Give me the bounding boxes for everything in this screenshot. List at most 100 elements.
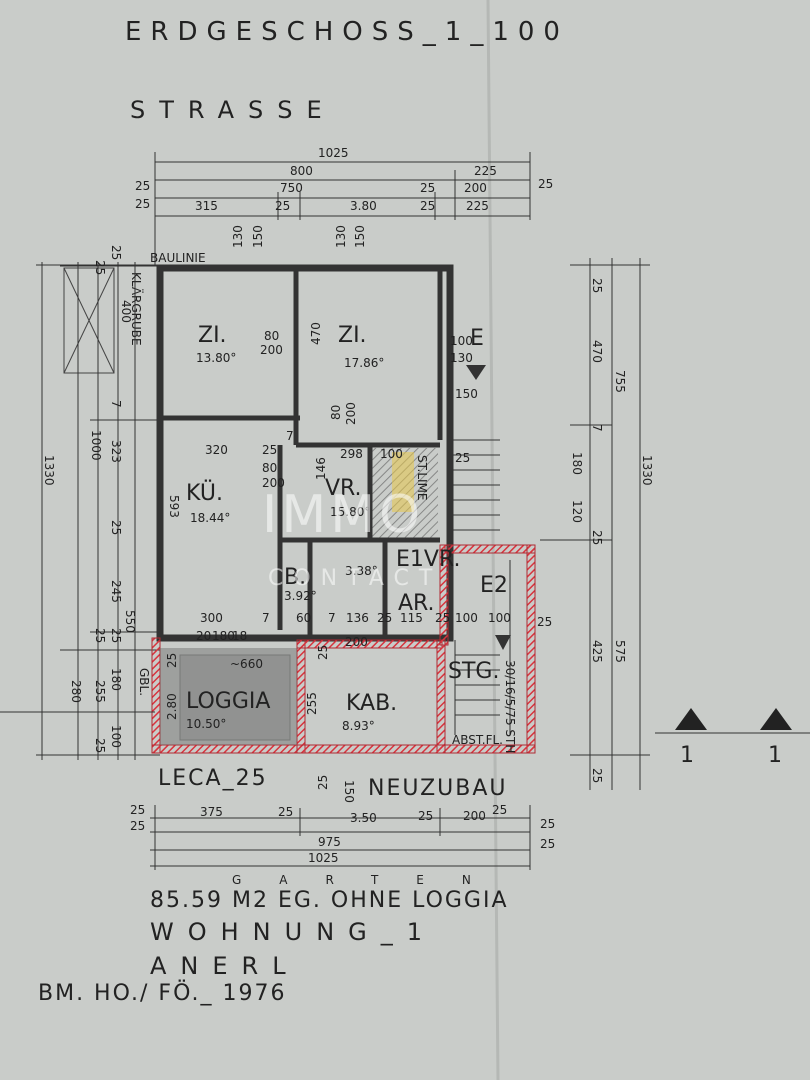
dim-right-755: 755 xyxy=(613,370,627,393)
dim-bot-25g: 25 xyxy=(492,803,507,817)
gbl-label: GBL. xyxy=(137,668,151,696)
svg-text:200: 200 xyxy=(262,476,285,490)
svg-text:146: 146 xyxy=(314,457,328,480)
existing-walls xyxy=(156,264,454,642)
svg-text:25: 25 xyxy=(165,653,179,668)
svg-text:25: 25 xyxy=(435,611,450,625)
garten-label: GARTEN xyxy=(232,873,509,887)
dim-win1-150: 150 xyxy=(251,225,265,248)
interior-walls xyxy=(160,268,443,635)
new-addition-walls xyxy=(151,544,536,754)
entry-e2-label: E2 xyxy=(480,573,508,598)
dim-top-25e: 25 xyxy=(275,199,290,213)
svg-text:298: 298 xyxy=(340,447,363,461)
svg-text:130: 130 xyxy=(450,351,473,365)
room-name-loggia: LOGGIA xyxy=(186,689,270,714)
stair-rise-label: 30/16/5/75 STH xyxy=(503,660,517,753)
st-lime-label: ST.LIME xyxy=(415,455,429,501)
dim-bot-1025: 1025 xyxy=(308,851,339,865)
section-marker-icon-b xyxy=(760,708,792,730)
dim-left-1000: 1000 xyxy=(89,430,103,461)
footer-author-line: BM. HO./ FÖ._ 1976 xyxy=(38,980,286,1006)
svg-text:25: 25 xyxy=(262,443,277,457)
room-name-vr: VR. xyxy=(325,476,362,501)
dim-top-25f: 25 xyxy=(420,199,435,213)
svg-text:25: 25 xyxy=(537,615,552,629)
dim-bot-25d: 25 xyxy=(130,819,145,833)
section-marker-icon-a xyxy=(675,708,707,730)
stair-arrow-icon xyxy=(495,635,511,650)
section-marker-label-b: 1 xyxy=(768,743,782,768)
dim-left-25f: 25 xyxy=(93,738,107,753)
dim-left-25a: 25 xyxy=(93,260,107,275)
dim-left-593: 593 xyxy=(167,495,181,518)
svg-text:200: 200 xyxy=(344,402,358,425)
new-stair xyxy=(454,560,511,735)
top-dimension-lines xyxy=(154,152,531,265)
room-name-zi-2: ZI. xyxy=(338,323,367,348)
abst-fl-label: ABST.FL. xyxy=(452,733,503,747)
dim-bot-200: 200 xyxy=(463,809,486,823)
dim-win2-130: 130 xyxy=(334,225,348,248)
left-dimension-lines xyxy=(36,262,160,760)
loggia-inner-box xyxy=(179,654,291,741)
dim-top-25c: 25 xyxy=(538,177,553,191)
dim-right-180: 180 xyxy=(570,452,584,475)
svg-text:136: 136 xyxy=(346,611,369,625)
dim-top-200: 200 xyxy=(464,181,487,195)
dim-bot-25a: 25 xyxy=(130,803,145,817)
interior-dimensions: 80 200 470 100 130 150 320 25 298 80 200… xyxy=(165,322,552,803)
svg-text:470: 470 xyxy=(309,322,323,345)
room-area-loggia: 10.50° xyxy=(186,717,226,731)
svg-text:7: 7 xyxy=(328,611,336,625)
dim-top-380: 3.80 xyxy=(350,199,377,213)
dim-bot-375: 375 xyxy=(200,805,223,819)
dim-bot-25c: 25 xyxy=(418,809,433,823)
dim-bot-25b: 25 xyxy=(278,805,293,819)
dim-win1-130: 130 xyxy=(231,225,245,248)
dim-top-25d: 25 xyxy=(135,197,150,211)
dim-right-120: 120 xyxy=(570,500,584,523)
dim-top-800: 800 xyxy=(290,164,313,178)
svg-text:80: 80 xyxy=(329,405,343,420)
leca-label: LECA_25 xyxy=(158,766,268,791)
klaergrube-label: KLÄRGRUBE xyxy=(129,272,144,346)
entry-arrow-icon xyxy=(466,365,486,380)
svg-text:320: 320 xyxy=(205,443,228,457)
room-area-zi-2: 17.86° xyxy=(344,356,384,370)
room-area-vr: 15.80° xyxy=(330,505,370,519)
room-name-zi-1: ZI. xyxy=(198,323,227,348)
svg-text:150: 150 xyxy=(455,387,478,401)
stair-label: STG. xyxy=(448,659,499,684)
footer-name-line: ANERL xyxy=(150,952,300,980)
room-area-kue: 18.44° xyxy=(190,511,230,525)
dim-left-25c: 25 xyxy=(109,520,123,535)
plan-title: ERDGESCHOSS_1_100 xyxy=(125,17,569,47)
watermark-brand: IMMO xyxy=(262,485,424,545)
dim-left-245: 245 xyxy=(109,580,123,603)
svg-text:25: 25 xyxy=(316,645,330,660)
dim-left-100: 100 xyxy=(109,725,123,748)
svg-text:150: 150 xyxy=(342,780,356,803)
svg-text:115: 115 xyxy=(400,611,423,625)
svg-text:200: 200 xyxy=(260,343,283,357)
svg-text:2.80: 2.80 xyxy=(165,693,179,720)
room-name-b: B. xyxy=(284,565,306,590)
entry-e-label: E xyxy=(470,326,484,351)
dim-bot-975: 975 xyxy=(318,835,341,849)
dim-right-25a: 25 xyxy=(590,278,604,293)
baulinie-label: BAULINIE xyxy=(150,251,206,265)
neuzubau-label: NEUZUBAU xyxy=(368,776,508,801)
bottom-dimension-lines xyxy=(150,805,531,870)
svg-text:255: 255 xyxy=(305,692,319,715)
section-marker-label-a: 1 xyxy=(680,743,694,768)
room-area-kab: 8.93° xyxy=(342,719,375,733)
street-label: STRASSE xyxy=(130,96,336,124)
room-name-e1vr: E1VR. xyxy=(396,547,460,572)
room-name-kue: KÜ. xyxy=(186,480,223,506)
svg-text:300: 300 xyxy=(200,611,223,625)
svg-text:100: 100 xyxy=(488,611,511,625)
dim-left-180: 180 xyxy=(109,668,123,691)
dim-top-315: 315 xyxy=(195,199,218,213)
svg-text:25: 25 xyxy=(316,775,330,790)
